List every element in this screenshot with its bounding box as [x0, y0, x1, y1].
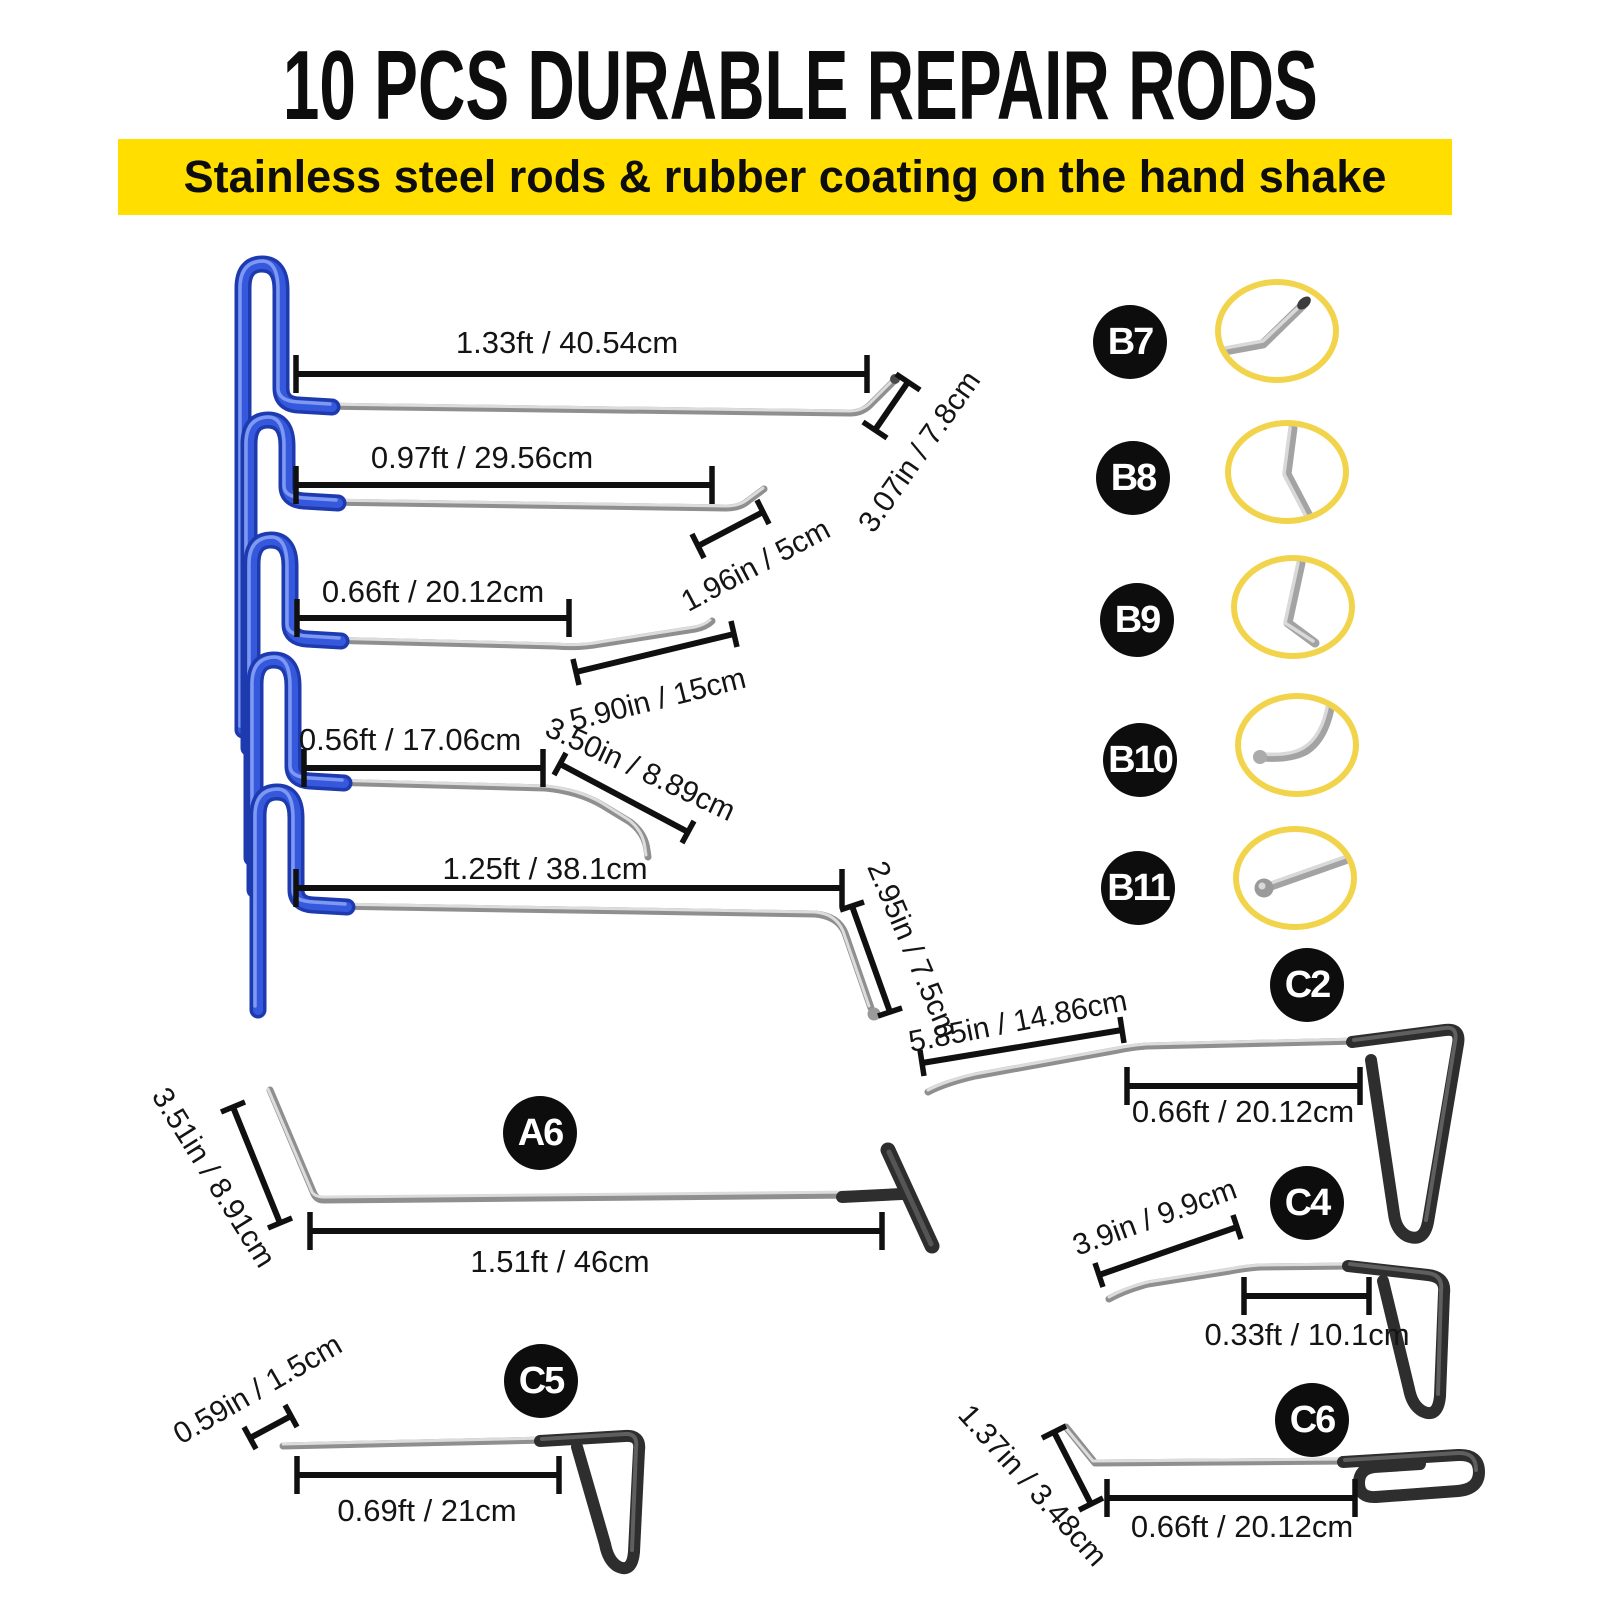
- badge-b10: B10: [1103, 723, 1177, 797]
- tip-detail-b8: [1225, 420, 1349, 524]
- dim-c2: [1124, 1067, 1363, 1105]
- page-title: 10 PCS DURABLE REPAIR RODS: [282, 30, 1318, 140]
- diagonal-brackets: [219, 371, 1244, 1513]
- b8-tip-icon: [1282, 426, 1314, 518]
- c5-length-label: 0.69ft / 21cm: [337, 1493, 517, 1528]
- rod5-length-label: 1.25ft / 38.1cm: [442, 851, 648, 886]
- rod-c4: [1105, 1260, 1451, 1420]
- rod3-length-label: 0.66ft / 20.12cm: [321, 574, 545, 609]
- dim-rod2: [293, 466, 715, 504]
- dim-rod1-tip: [861, 371, 922, 441]
- blue-hook-4: [246, 651, 353, 899]
- subtitle-text: Stainless steel rods & rubber coating on…: [183, 151, 1387, 202]
- b10-tip-icon: [1253, 699, 1336, 764]
- badge-c6: C6: [1275, 1383, 1349, 1457]
- blue-hook-2: [240, 411, 347, 757]
- rod2-length-label: 0.97ft / 29.56cm: [370, 440, 594, 475]
- dim-rod4: [301, 749, 546, 787]
- rod-c6: [1062, 1423, 1485, 1504]
- badge-c4: C4: [1270, 1166, 1344, 1240]
- c4-length-label: 0.33ft / 10.1cm: [1204, 1317, 1410, 1352]
- a6-length-label: 1.51ft / 46cm: [470, 1244, 650, 1279]
- tip-detail-b9: [1231, 555, 1355, 659]
- blue-hook-5: [249, 783, 356, 1019]
- badge-c2: C2: [1270, 948, 1344, 1022]
- steel-rod-shafts: [311, 374, 900, 1021]
- rod5-ball-tip: [867, 1007, 881, 1021]
- dim-a6: [307, 1212, 885, 1250]
- badge-c5: C5: [504, 1344, 578, 1418]
- dim-c6: [1104, 1479, 1358, 1517]
- dim-rod3-tip: [570, 620, 740, 686]
- blue-hook-1: [234, 255, 341, 739]
- dim-c4-tip: [1092, 1214, 1244, 1288]
- badge-b7: B7: [1093, 305, 1167, 379]
- rod-a6: [266, 1086, 940, 1254]
- subtitle-banner: Stainless steel rods & rubber coating on…: [118, 139, 1452, 215]
- dim-rod3: [294, 599, 572, 637]
- b11-tip-icon: [1254, 855, 1350, 898]
- badge-b8: B8: [1096, 441, 1170, 515]
- dim-rod5: [293, 869, 845, 907]
- dim-c2-tip: [917, 1016, 1127, 1077]
- rod4-length-label: 0.56ft / 17.06cm: [298, 722, 522, 757]
- dim-a6-tip: [219, 1099, 294, 1231]
- a6-grip-sleeve: [836, 1188, 908, 1203]
- dim-rod1: [293, 355, 870, 393]
- dimension-bars: [293, 355, 1372, 1517]
- tip-detail-b11: [1233, 826, 1357, 930]
- dim-c6-tip: [1040, 1423, 1105, 1513]
- c6-length-label: 0.66ft / 20.12cm: [1130, 1509, 1354, 1544]
- c2-length-label: 0.66ft / 20.12cm: [1131, 1094, 1355, 1129]
- dim-rod4-tip: [551, 751, 697, 845]
- dim-rod2-tip: [689, 498, 772, 560]
- b9-tip-icon: [1283, 561, 1320, 648]
- badge-b9: B9: [1100, 583, 1174, 657]
- dim-rod5-tip: [839, 899, 903, 1019]
- dim-c5-tip: [241, 1403, 300, 1451]
- tip-detail-b10: [1235, 693, 1359, 797]
- rod-c2: [924, 1023, 1465, 1244]
- rod1-length-label: 1.33ft / 40.54cm: [455, 325, 679, 360]
- b7-tip-icon: [1221, 296, 1311, 356]
- dim-c5: [294, 1456, 562, 1494]
- dim-c4: [1241, 1277, 1372, 1315]
- badge-a6: A6: [503, 1096, 577, 1170]
- tip-detail-b7: [1215, 279, 1339, 383]
- rod-c5: [279, 1429, 646, 1575]
- badge-b11: B11: [1101, 851, 1175, 925]
